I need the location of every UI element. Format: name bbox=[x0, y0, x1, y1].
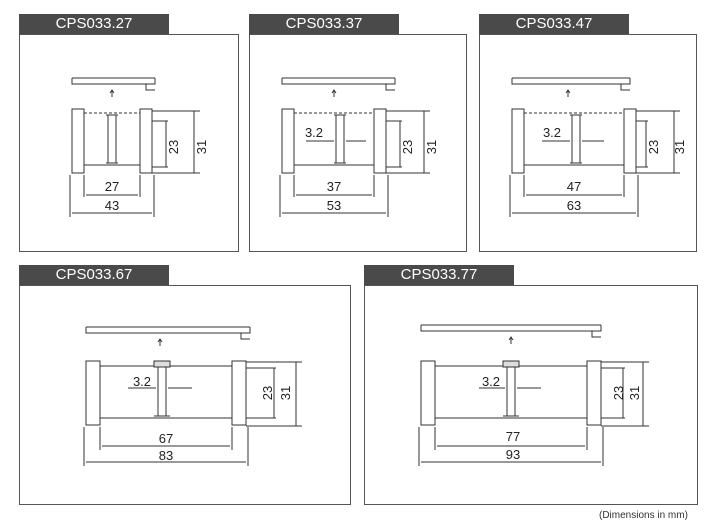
outer-width-label: 43 bbox=[105, 198, 119, 213]
height-outer-label: 31 bbox=[424, 140, 439, 154]
inner-width-label: 37 bbox=[327, 179, 341, 194]
panel-title: CPS033.67 bbox=[19, 265, 169, 285]
cross-section-drawing: 3.2 23 31 47 63 bbox=[509, 77, 687, 217]
height-inner-label: 23 bbox=[260, 386, 275, 400]
diagram-panel: 3.2 23 31 77 93 bbox=[364, 285, 698, 505]
outer-width-label: 93 bbox=[506, 447, 520, 462]
height-outer-label: 31 bbox=[672, 140, 687, 154]
inner-width-label: 77 bbox=[506, 429, 520, 444]
diagram-panel: 3.2 23 31 67 83 bbox=[19, 285, 351, 505]
web-thickness-label: 3.2 bbox=[305, 125, 323, 140]
cross-section-drawing: 3.2 23 31 37 53 bbox=[279, 77, 439, 217]
dimensions-footnote: (Dimensions in mm) bbox=[599, 510, 688, 521]
diagram-panel: 3.2 23 31 37 53 bbox=[249, 34, 467, 252]
outer-width-label: 63 bbox=[567, 198, 581, 213]
panel-title: CPS033.37 bbox=[249, 14, 399, 34]
cross-section-drawing: 23 31 27 43 bbox=[69, 77, 209, 217]
web-thickness-label: 3.2 bbox=[133, 374, 151, 389]
diagram-panel: 3.2 23 31 47 63 bbox=[479, 34, 697, 252]
height-inner-label: 23 bbox=[611, 386, 626, 400]
panel-title: CPS033.77 bbox=[364, 265, 514, 285]
web-thickness-label: 3.2 bbox=[543, 125, 561, 140]
diagram-panel: 23 31 27 43 bbox=[19, 34, 239, 252]
height-outer-label: 31 bbox=[194, 140, 209, 154]
height-inner-label: 23 bbox=[646, 140, 661, 154]
height-inner-label: 23 bbox=[400, 140, 415, 154]
cross-section-drawing: 3.2 23 31 77 93 bbox=[418, 324, 649, 466]
height-inner-label: 23 bbox=[166, 140, 181, 154]
web-thickness-label: 3.2 bbox=[482, 374, 500, 389]
outer-width-label: 83 bbox=[159, 448, 173, 463]
height-outer-label: 31 bbox=[278, 386, 293, 400]
panel-title: CPS033.27 bbox=[19, 14, 169, 34]
outer-width-label: 53 bbox=[327, 198, 341, 213]
cross-section-drawing: 3.2 23 31 67 83 bbox=[83, 326, 302, 466]
inner-width-label: 47 bbox=[567, 179, 581, 194]
inner-width-label: 27 bbox=[105, 179, 119, 194]
height-outer-label: 31 bbox=[627, 386, 642, 400]
inner-width-label: 67 bbox=[159, 431, 173, 446]
panel-title: CPS033.47 bbox=[479, 14, 629, 34]
